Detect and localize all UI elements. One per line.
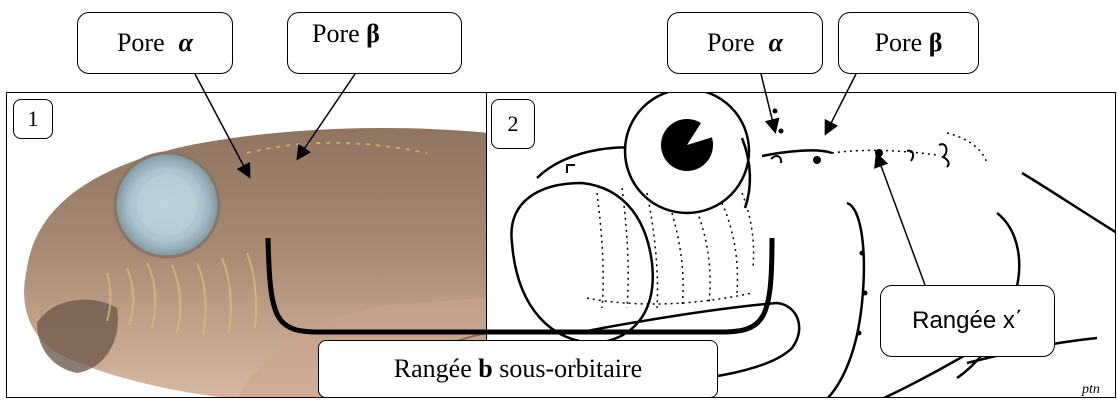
label-pore-alpha-left: Pore α <box>77 12 233 74</box>
panel-number-2-text: 2 <box>508 111 519 137</box>
row-b-suffix: sous-orbitaire <box>499 354 642 384</box>
panel-number-2: 2 <box>491 99 535 149</box>
pore-word: Pore <box>707 28 755 58</box>
pore-word: Pore <box>117 28 165 58</box>
alpha-symbol: α <box>769 28 783 58</box>
row-x-text: Rangée x΄ <box>912 307 1023 335</box>
row-b-prefix: Rangée <box>394 354 472 384</box>
beta-symbol: β <box>366 19 380 49</box>
panel-number-1-text: 1 <box>28 106 39 132</box>
label-pore-beta-left: Pore β <box>287 12 462 74</box>
label-pore-beta-right: Pore β <box>838 12 979 74</box>
artist-signature: ptn <box>1081 382 1100 397</box>
pore-word: Pore <box>875 28 923 58</box>
label-pore-alpha-right: Pore α <box>667 12 823 74</box>
pore-word: Pore <box>312 19 360 49</box>
row-b-letter: b <box>478 354 492 384</box>
panel-number-1: 1 <box>13 99 53 139</box>
label-row-x: Rangée x΄ <box>880 285 1055 357</box>
beta-symbol: β <box>929 28 943 58</box>
alpha-symbol: α <box>179 28 193 58</box>
label-row-b: Rangée b sous-orbitaire <box>318 340 718 398</box>
